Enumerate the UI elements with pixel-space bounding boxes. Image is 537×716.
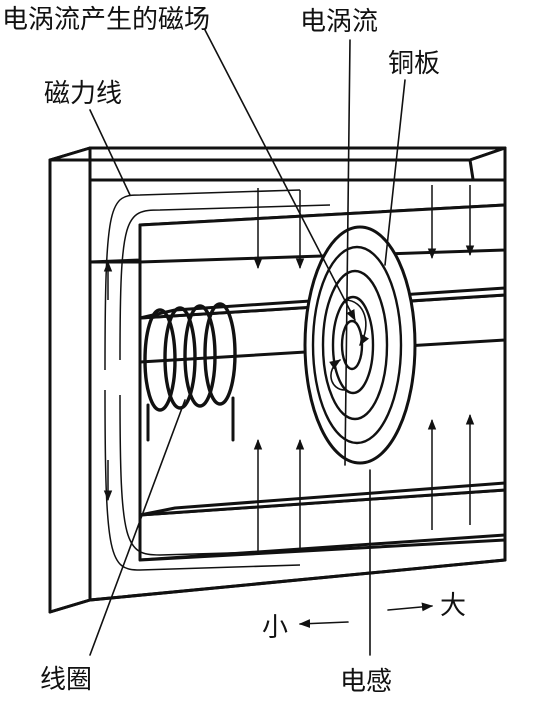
label-flux-lines: 磁力线 [44, 79, 122, 109]
label-coil: 线圈 [40, 665, 92, 695]
leader-lines [89, 29, 406, 656]
label-large: 大 [440, 591, 466, 621]
label-small: 小 [262, 613, 288, 643]
label-inductance: 电感 [340, 667, 392, 697]
coil [143, 302, 237, 442]
copper-plate [303, 225, 417, 465]
e-core [48, 146, 507, 614]
direction-indicator [298, 602, 434, 629]
label-copper-plate: 铜板 [388, 49, 440, 79]
label-eddy-current: 电涡流 [300, 7, 378, 37]
flux-lines [103, 185, 475, 571]
label-eddy-field: 电涡流产生的磁场 [2, 5, 210, 35]
